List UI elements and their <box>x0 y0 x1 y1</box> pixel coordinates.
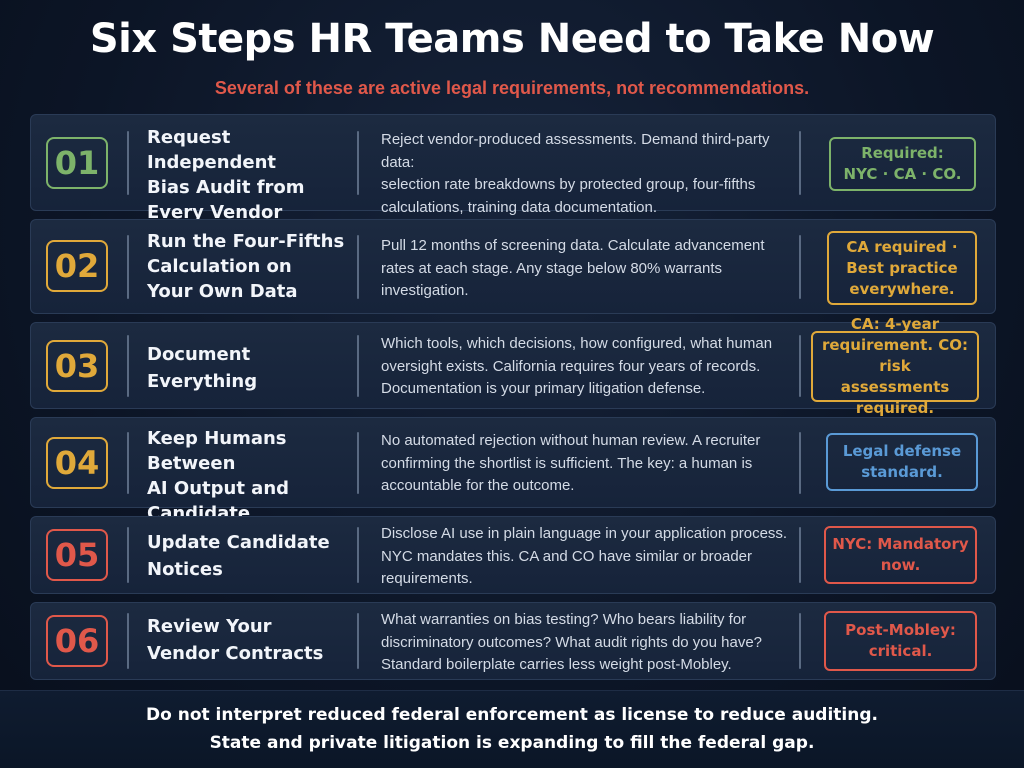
step-description: What warranties on bias testing? Who bea… <box>381 609 801 677</box>
divider <box>357 527 359 583</box>
step-title: Review Your Vendor Contracts <box>147 613 347 667</box>
step-row-05: 05 Update Candidate Notices Disclose AI … <box>30 516 996 594</box>
step-row-03: 03 Document Everything Which tools, whic… <box>30 315 996 417</box>
step-number-badge: 01 <box>46 137 108 189</box>
step-description-line: accountable for the outcome. <box>381 477 575 494</box>
step-description-line: NYC mandates this. CA and CO have simila… <box>381 547 752 565</box>
footer-banner: Do not interpret reduced federal enforce… <box>0 690 1024 768</box>
badge-line: critical. <box>868 642 933 660</box>
step-title-line: Every Vendor <box>147 202 283 223</box>
divider <box>357 613 359 669</box>
step-title-line: Request Independent <box>147 127 277 173</box>
step-description: Disclose AI use in plain language in you… <box>381 523 801 591</box>
divider <box>127 432 129 494</box>
divider <box>357 235 359 299</box>
step-row-06: 06 Review Your Vendor Contracts What war… <box>30 602 996 680</box>
steps-list: 01 Request Independent Bias Audit from E… <box>30 114 996 688</box>
step-title-line: Document <box>147 344 251 365</box>
badge-line: assessments required. <box>840 378 950 417</box>
step-description-line: Pull 12 months of screening data. Calcul… <box>381 237 765 254</box>
step-description-line: investigation. <box>381 282 469 299</box>
step-description-line: Standard boilerplate carries less weight… <box>381 656 732 673</box>
step-title-line: Update Candidate <box>147 532 330 553</box>
step-row-01: 01 Request Independent Bias Audit from E… <box>30 114 996 223</box>
step-title-line: Run the Four-Fifths <box>147 231 345 252</box>
divider <box>799 131 801 195</box>
step-description-line: Reject vendor-produced assessments. Dema… <box>381 131 770 171</box>
divider <box>799 235 801 299</box>
step-number-badge: 02 <box>46 240 108 292</box>
step-title-line: Everything <box>147 371 258 392</box>
step-description-line: calculations, training data documentatio… <box>381 198 658 216</box>
step-title-line: Your Own Data <box>147 281 298 302</box>
badge-line: Post-Mobley: <box>845 621 956 639</box>
step-description: Reject vendor-produced assessments. Dema… <box>381 129 801 219</box>
step-title: Document Everything <box>147 341 347 395</box>
step-title-line: Calculation on <box>147 256 292 277</box>
badge-line: NYC: Mandatory <box>832 535 969 553</box>
badge-line: CA required · <box>846 237 958 256</box>
step-description: Pull 12 months of screening data. Calcul… <box>381 235 801 303</box>
step-description-line: selection rate breakdowns by protected g… <box>381 176 756 193</box>
divider <box>127 613 129 669</box>
step-description: Which tools, which decisions, how config… <box>381 333 801 401</box>
badge-line: Best practice <box>846 258 958 277</box>
step-title-line: Bias Audit from <box>147 177 305 198</box>
requirement-badge: Required: NYC · CA · CO. <box>829 137 976 191</box>
badge-line: everywhere. <box>849 279 955 298</box>
step-description-line: Which tools, which decisions, how config… <box>381 335 773 352</box>
step-title-line: Notices <box>147 559 223 580</box>
step-title-line: Vendor Contracts <box>147 643 324 664</box>
step-description-line: No automated rejection without human rev… <box>381 432 761 449</box>
divider <box>127 335 129 397</box>
divider <box>357 432 359 494</box>
badge-line: CA: 4-year <box>850 315 940 333</box>
step-description-line: discriminatory outcomes? What audit righ… <box>381 633 763 651</box>
step-title: Request Independent Bias Audit from Ever… <box>147 125 347 225</box>
page-subtitle: Several of these are active legal requir… <box>214 78 810 98</box>
requirement-badge: NYC: Mandatory now. <box>824 526 977 584</box>
requirement-badge: Legal defense standard. <box>826 433 978 491</box>
step-description-line: confirming the shortlist is sufficient. … <box>381 454 753 472</box>
step-description-line: oversight exists. California requires fo… <box>381 357 761 375</box>
divider <box>799 613 801 669</box>
step-title-line: AI Output and <box>147 478 290 499</box>
step-number-badge: 03 <box>46 340 108 392</box>
divider <box>799 527 801 583</box>
requirement-badge: CA required · Best practice everywhere. <box>827 231 977 305</box>
step-row-04: 04 Keep Humans Between AI Output and Can… <box>30 417 996 549</box>
page-title: Six Steps HR Teams Need to Take Now <box>89 16 935 62</box>
step-description-line: requirements. <box>381 570 473 587</box>
divider <box>127 235 129 299</box>
divider <box>357 131 359 195</box>
divider <box>799 335 801 397</box>
footer-line: State and private litigation is expandin… <box>209 733 815 753</box>
badge-line: NYC · CA · CO. <box>843 165 962 183</box>
divider <box>799 432 801 494</box>
step-description-line: rates at each stage. Any stage below 80%… <box>381 259 723 277</box>
badge-line: requirement. CO: risk <box>821 336 969 375</box>
step-title-line: Review Your <box>147 616 272 637</box>
step-title: Run the Four-Fifths Calculation on Your … <box>147 229 347 304</box>
step-description: No automated rejection without human rev… <box>381 430 801 498</box>
requirement-badge: Post-Mobley: critical. <box>824 611 977 671</box>
step-number-badge: 04 <box>46 437 108 489</box>
step-number-badge: 05 <box>46 529 108 581</box>
divider <box>127 527 129 583</box>
divider <box>127 131 129 195</box>
badge-line: now. <box>880 556 921 574</box>
step-title: Update Candidate Notices <box>147 529 347 583</box>
badge-line: standard. <box>861 463 943 481</box>
step-row-02: 02 Run the Four-Fifths Calculation on Yo… <box>30 219 996 314</box>
step-title-line: Keep Humans Between <box>147 428 287 474</box>
badge-line: Legal defense <box>842 442 962 460</box>
requirement-badge: CA: 4-year requirement. CO: risk assessm… <box>811 315 979 417</box>
step-description-line: Documentation is your primary litigation… <box>381 380 706 397</box>
step-description-line: What warranties on bias testing? Who bea… <box>381 611 747 628</box>
footer-line: Do not interpret reduced federal enforce… <box>146 705 878 725</box>
step-number-badge: 06 <box>46 615 108 667</box>
divider <box>357 335 359 397</box>
badge-line: Required: <box>861 144 944 162</box>
step-description-line: Disclose AI use in plain language in you… <box>381 525 788 542</box>
